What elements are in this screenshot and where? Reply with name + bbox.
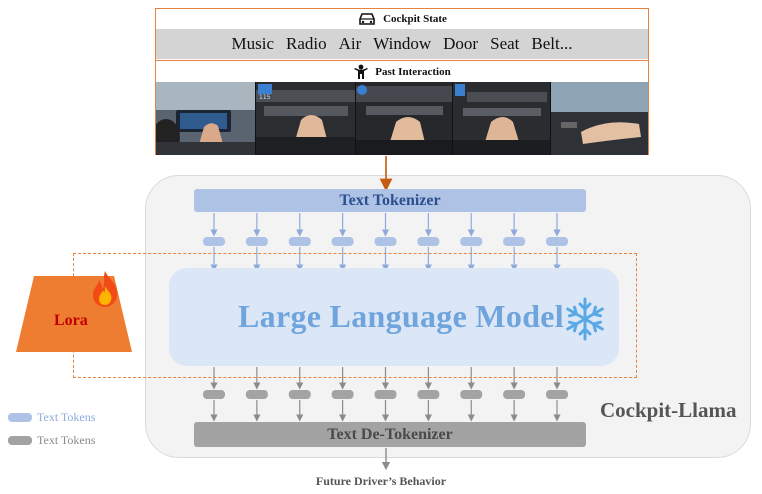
output-token bbox=[374, 390, 397, 399]
seat-adjust-photo bbox=[551, 82, 648, 155]
output-token bbox=[503, 390, 526, 399]
large-language-model-box bbox=[169, 268, 619, 366]
state-item: Radio bbox=[286, 34, 327, 53]
input-token bbox=[374, 237, 397, 246]
output-token bbox=[245, 390, 268, 399]
climate-control-photo bbox=[356, 82, 453, 155]
output-token bbox=[417, 390, 440, 399]
past-interaction-title: Past Interaction bbox=[375, 65, 451, 78]
state-item: Window bbox=[373, 34, 432, 53]
input-token-row bbox=[203, 213, 568, 272]
output-token-row bbox=[203, 367, 568, 422]
snowflake-icon bbox=[566, 297, 604, 341]
future-behavior-label: Future Driver’s Behavior bbox=[315, 474, 447, 488]
legend-blue-label: Text Tokens bbox=[37, 410, 96, 424]
interaction-photo-strip: 115 bbox=[156, 82, 648, 155]
flame-icon bbox=[93, 271, 118, 307]
cockpit-state-title: Cockpit State bbox=[383, 13, 447, 25]
state-item: Seat bbox=[490, 34, 520, 53]
input-panel: Cockpit State Music Radio Air Window Doo… bbox=[155, 8, 649, 155]
lora-label: Lora bbox=[54, 312, 88, 329]
state-item: Music bbox=[231, 34, 275, 53]
cockpit-state-bar: Music Radio Air Window Door Seat Belt... bbox=[156, 29, 648, 59]
input-token bbox=[503, 237, 526, 246]
input-token bbox=[331, 237, 354, 246]
state-item: Air bbox=[338, 34, 362, 53]
car-icon bbox=[359, 13, 375, 25]
person-icon bbox=[354, 64, 369, 79]
input-token bbox=[245, 237, 268, 246]
console-button-photo: 115 bbox=[256, 82, 356, 155]
state-item: Belt... bbox=[531, 34, 573, 53]
cockpit-state-header: Cockpit State bbox=[156, 9, 648, 29]
output-token bbox=[331, 390, 354, 399]
output-token bbox=[288, 390, 311, 399]
legend-blue-swatch bbox=[8, 413, 32, 422]
output-token bbox=[460, 390, 483, 399]
input-token bbox=[546, 237, 568, 246]
input-token bbox=[460, 237, 483, 246]
output-token bbox=[546, 390, 568, 399]
input-token bbox=[417, 237, 440, 246]
legend-gray-swatch bbox=[8, 436, 32, 445]
touchscreen-photo bbox=[156, 82, 256, 155]
text-detokenizer: Text De-Tokenizer bbox=[194, 422, 586, 447]
photo-badge: 115 bbox=[259, 94, 271, 101]
llm-label: Large Language Model bbox=[238, 298, 564, 334]
input-token bbox=[203, 237, 225, 246]
input-token bbox=[288, 237, 311, 246]
legend-gray-label: Text Tokens bbox=[37, 433, 96, 447]
cockpit-llama-label: Cockpit-Llama bbox=[600, 398, 737, 422]
past-interaction-header: Past Interaction bbox=[156, 60, 648, 82]
output-token bbox=[203, 390, 225, 399]
temperature-knob-photo bbox=[453, 82, 551, 155]
state-item: Door bbox=[443, 34, 479, 53]
text-tokenizer: Text Tokenizer bbox=[194, 189, 586, 212]
